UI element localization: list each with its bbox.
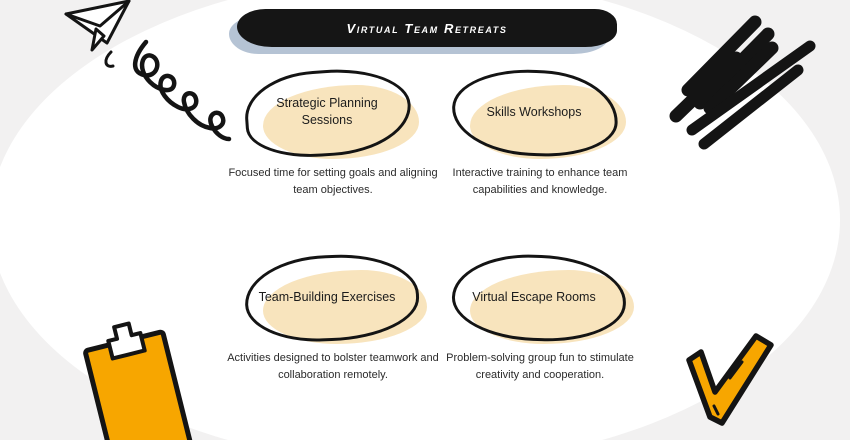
page-title: Virtual Team Retreats (346, 20, 508, 36)
bubble-highlight-blob (263, 85, 419, 159)
topic-description: Activities designed to bolster teamwork … (227, 352, 439, 382)
bubble-highlight-blob (470, 270, 634, 344)
topic-bubble: Team-Building Exercises (243, 251, 427, 346)
bubble-highlight-blob (470, 85, 626, 159)
spiral-doodle (133, 39, 232, 142)
topic-description: Problem-solving group fun to stimulate c… (446, 352, 634, 382)
title-banner: Virtual Team Retreats (229, 9, 617, 54)
paper-airplane-icon (64, 0, 131, 68)
bubble-label: Skills Workshops (486, 104, 582, 119)
bubble-highlight-blob (263, 270, 427, 344)
topic-bubble: Strategic Planning Sessions (242, 64, 423, 162)
topic-description: Focused time for setting goals and align… (228, 167, 438, 197)
topic-card-virtual-escape-rooms: Virtual Escape Rooms Problem-solving gro… (425, 251, 655, 384)
topic-bubble: Virtual Escape Rooms (450, 251, 634, 346)
topic-card-strategic-planning: Strategic Planning Sessions Focused time… (218, 64, 448, 199)
checkmark-icon (686, 333, 774, 426)
topic-card-team-building: Team-Building Exercises Activities desig… (218, 251, 448, 384)
topic-card-skills-workshops: Skills Workshops Interactive training to… (425, 65, 655, 199)
topic-description: Interactive training to enhance team cap… (452, 167, 628, 197)
scribble-doodle (669, 15, 816, 150)
clipboard-icon (83, 321, 196, 440)
bubble-label: Team-Building Exercises (258, 289, 396, 304)
bubble-label: Strategic Planning Sessions (276, 96, 378, 127)
topic-bubble: Skills Workshops (449, 65, 630, 161)
bubble-label: Virtual Escape Rooms (472, 289, 596, 304)
banner-pill: Virtual Team Retreats (237, 9, 617, 47)
